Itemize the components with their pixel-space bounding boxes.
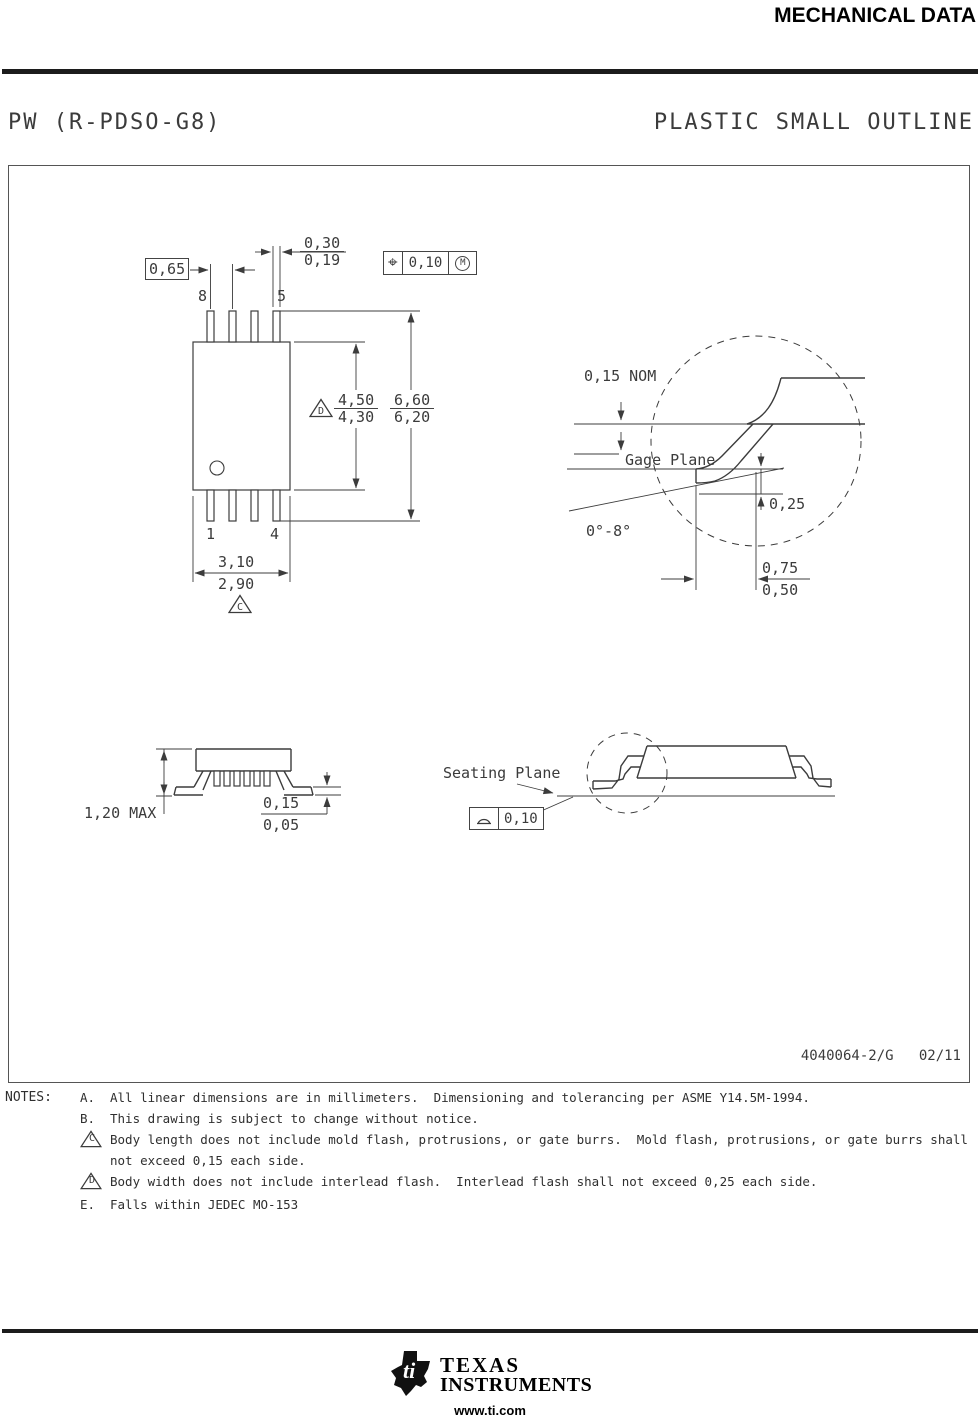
seating-view-linework [516,732,835,814]
note-text-b: This drawing is subject to change withou… [110,1111,479,1126]
note-marker-a: A. [80,1090,96,1105]
seating-plane-icon [477,818,491,824]
document-number: 4040064-2/G 02/11 [800,1048,961,1064]
dim-standoff: 0,15 0,05 [263,795,299,833]
dim-standoff-max: 0,15 [263,794,300,812]
brand-bottom: INSTRUMENTS [440,1374,593,1396]
note-c-triangle-icon: C [80,1130,104,1150]
pin-label-4: 4 [270,525,280,543]
dim-body-width: 3,10 2,90 [218,554,254,592]
top-rule [2,69,978,74]
seating-flatness-callout: 0,10 [469,807,544,830]
pin-label-1: 1 [206,525,216,543]
dim-gage-offset: 0,15 NOM [584,367,657,385]
ti-wordmark: TEXAS INSTRUMENTS [440,1353,593,1396]
top-view-linework [190,246,420,582]
package-type: PLASTIC SMALL OUTLINE [653,110,974,135]
pin-label-5: 5 [277,287,287,305]
note-text-a: All linear dimensions are in millimeters… [110,1090,810,1105]
website-url: www.ti.com [454,1403,526,1418]
note-marker-c: C [80,1130,110,1150]
ti-logo-mark-text: ti [403,1358,416,1383]
note-text-c: Body length does not include mold flash,… [110,1132,968,1147]
dim-gage-to-seating: 0,25 [769,495,806,513]
dim-body-length-max: 4,50 [338,391,375,409]
note-item-c-cont: not exceed 0,15 each side. [0,1151,978,1171]
drawing-frame: 8 5 1 4 0,65 0,30 0,19 ⌖ 0,10 M D 4,50 4… [8,165,970,1083]
dim-body-length-min: 4,30 [334,408,379,425]
brand-top: TEXAS [440,1353,521,1377]
note-item-c: C Body length does not include mold flas… [0,1130,978,1150]
note-d-triangle-icon: D [80,1172,104,1192]
dim-overall-width-max: 6,60 [394,391,431,409]
footer: ti TEXAS INSTRUMENTS www.ti.com [0,1348,980,1421]
note-item-a: A. All linear dimensions are in millimet… [0,1088,978,1108]
gage-plane-label: Gage Plane [625,451,716,469]
ti-logo-icon: ti [391,1351,430,1396]
dim-overall-width: 6,60 6,20 [390,391,435,425]
pin-label-8: 8 [198,287,208,305]
dim-max-height: 1,20 MAX [84,804,157,822]
note-item-e: E. Falls within JEDEC MO-153 [0,1195,978,1215]
dim-lead-width-max: 0,30 [304,234,341,252]
true-position-icon: ⌖ [383,251,403,275]
seating-plane-label: Seating Plane [443,764,561,782]
notes-section: NOTES: A. All linear dimensions are in m… [0,1088,978,1216]
note-text-e: Falls within JEDEC MO-153 [110,1197,299,1212]
dim-body-width-max: 3,10 [218,553,255,571]
material-condition-cell: M [449,251,478,275]
note-item-d: D Body width does not include interlead … [0,1172,978,1192]
page-title: MECHANICAL DATA [774,4,976,27]
package-header: PW (R-PDSO-G8) PLASTIC SMALL OUTLINE [8,110,974,135]
dim-foot-length: 0,75 0,50 [762,560,798,598]
note-c-flag-icon: C [228,594,252,614]
note-marker-b: B. [80,1111,96,1126]
material-condition-icon: M [455,255,471,271]
dim-standoff-min: 0,05 [263,816,300,834]
bottom-rule [2,1329,978,1333]
dim-lead-width-min: 0,19 [300,251,345,268]
note-item-b: B. This drawing is subject to change wit… [0,1109,978,1129]
dim-pitch: 0,65 [145,258,190,280]
feature-control-frame: ⌖ 0,10 M [383,251,478,275]
lead-detail-linework [567,335,865,590]
dim-body-width-min: 2,90 [218,575,255,593]
true-position-tolerance: 0,10 [402,251,450,275]
note-text-c2: not exceed 0,15 each side. [110,1153,306,1168]
dim-foot-length-min: 0,50 [762,581,799,599]
note-marker-d: D [80,1172,110,1192]
dim-body-length: 4,50 4,30 [334,391,379,425]
note-marker-e: E. [80,1197,96,1212]
note-text-d: Body width does not include interlead fl… [110,1174,818,1189]
dim-overall-width-min: 6,20 [390,408,435,425]
seating-plane-symbol-cell [469,807,499,830]
notes-label: NOTES: [5,1090,52,1105]
dim-foot-length-max: 0,75 [762,559,799,577]
package-code: PW (R-PDSO-G8) [8,110,222,135]
drawing-linework [156,246,865,815]
seating-flatness-value: 0,10 [499,807,544,830]
note-d-flag-icon: D [309,398,333,418]
dim-lead-width: 0,30 0,19 [300,234,345,268]
side-view-linework [156,748,341,815]
dim-lead-angle: 0°-8° [586,522,632,540]
